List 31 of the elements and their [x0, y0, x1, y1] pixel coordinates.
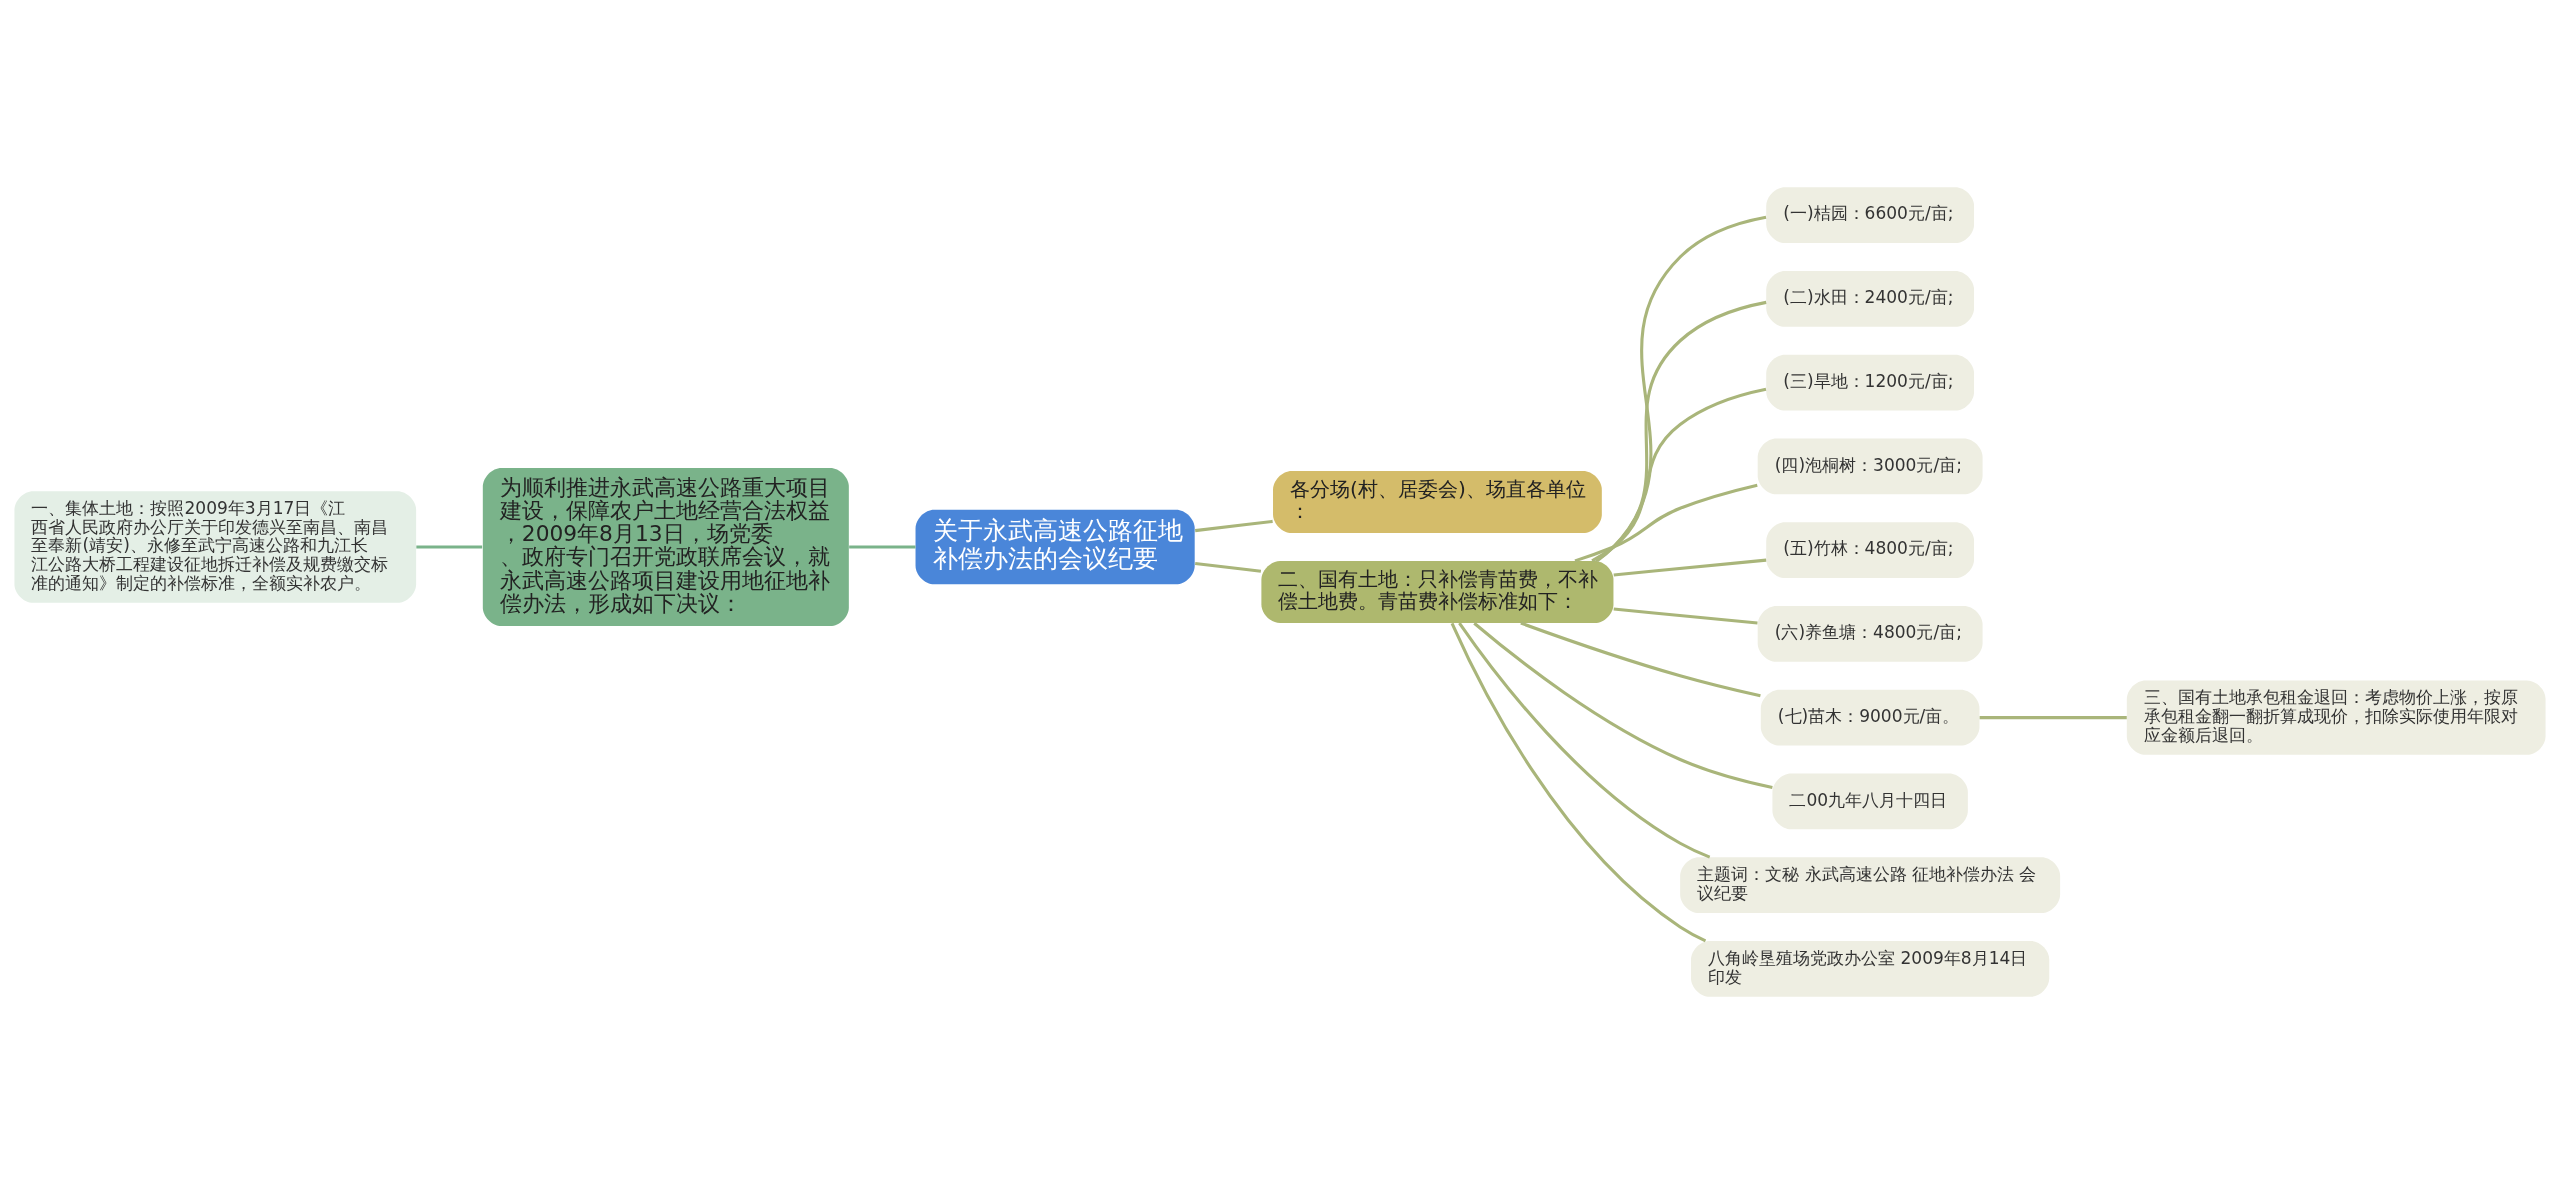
node-box: 三、国有土地承包租金退回：考虑物价上涨，按原承包租金翻一翻折算成现价，扣除实际使用年限对应金额后退回。: [2126, 680, 2546, 755]
connector: [1520, 621, 1761, 698]
node-box: (六)养鱼塘：4800元/亩;: [1757, 605, 1983, 662]
node-box: (四)泡桐树：3000元/亩;: [1757, 438, 1983, 495]
connector: [849, 545, 916, 549]
node-box: 二、国有土地：只补偿青苗费，不补偿土地费。青苗费补偿标准如下：: [1261, 561, 1614, 623]
node-box: (五)竹林：4800元/亩;: [1766, 522, 1975, 579]
node-box: (七)苗木：9000元/亩。: [1760, 689, 1980, 746]
node-box: (一)桔园：6600元/亩;: [1766, 187, 1975, 244]
connector: [1458, 622, 1711, 859]
node-box: 主题词：文秘 永武高速公路 征地补偿办法 会议纪要: [1680, 857, 2061, 914]
node-box: 为顺利推进永武高速公路重大项目建设，保障农户土地经营合法权益，2009年8月13日，场党委、政府专门召开党政联席会议，就永武高速公路项目建设用地征地补偿办法，形成如下决议：: [482, 467, 849, 627]
connector: [1613, 558, 1767, 577]
node-box: 八角岭垦殖场党政办公室 2009年8月14日印发: [1691, 940, 2050, 997]
connector: [1195, 561, 1262, 573]
node-box: (二)水田：2400元/亩;: [1766, 270, 1975, 327]
node-box: 关于永武高速公路征地补偿办法的会议纪要: [915, 509, 1195, 585]
node-box: 各分场(村、居委会)、场直各单位：: [1273, 471, 1602, 534]
connector: [1195, 519, 1273, 533]
node-box: (三)旱地：1200元/亩;: [1766, 354, 1975, 411]
node-box: 一、集体土地：按照2009年3月17日《江西省人民政府办公厅关于印发德兴至南昌、南昌至奉新(靖安)、永修至武宁高速公路和九江长江公路大桥工程建设征地拆迁补偿及规费缴交标准的通知》制定的补偿标准，全额实补农户。: [14, 491, 417, 603]
connector: [1473, 622, 1773, 789]
connector: [1613, 607, 1758, 625]
connector: [1574, 483, 1758, 563]
connector: [1591, 387, 1767, 563]
connector: [1594, 300, 1767, 563]
connector: [1450, 622, 1707, 943]
connector: [416, 545, 483, 549]
node-box: 二00九年八月十四日: [1772, 773, 1968, 830]
connector: [1979, 716, 2127, 720]
connector: [1596, 215, 1767, 563]
